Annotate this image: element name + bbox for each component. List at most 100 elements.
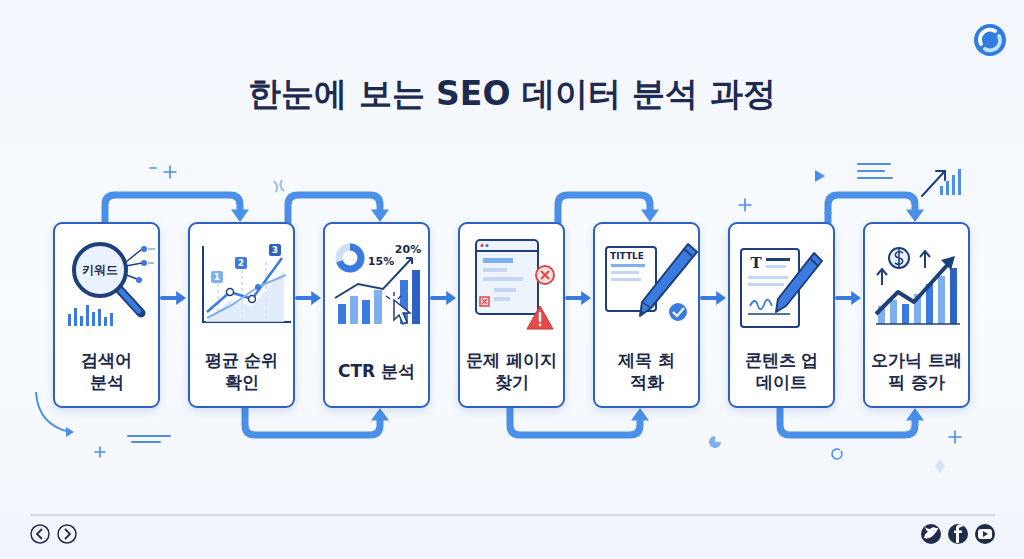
box-label: 콘텐츠 업데이트: [737, 349, 827, 393]
curved-flow-arrow: [510, 408, 649, 435]
arrow-head: [231, 209, 249, 222]
search-icon-part-part: [80, 316, 83, 326]
arrow-head: [906, 408, 924, 421]
flow-arrow: [567, 291, 591, 305]
lower-deco-part: [832, 449, 842, 459]
sparkles-part: [164, 166, 176, 178]
logo-part: [980, 30, 995, 44]
sparkles-part: [739, 199, 751, 211]
top-right-deco-part: [952, 175, 955, 195]
arrow-head: [851, 291, 861, 305]
sparkles: [95, 166, 961, 457]
rank-chart-icon-part: [227, 289, 234, 296]
box-text-area: 콘텐츠 업데이트: [730, 342, 833, 400]
search-icon-part-part: [110, 313, 113, 326]
search-icon-part-part: [86, 305, 89, 326]
connector-line: [567, 296, 582, 300]
problem-page-icon-part: [482, 299, 487, 304]
content-update-icon-part: [748, 283, 784, 286]
rank-chart-icon-part: [211, 271, 223, 283]
flow-arrow: [162, 291, 186, 305]
footer-part: [975, 524, 995, 544]
arrow-head: [446, 291, 456, 305]
flow-arrow: [297, 291, 321, 305]
traffic-growth-icon-part: [889, 248, 909, 268]
traffic-growth-icon-part-part: [938, 276, 945, 324]
connector-line: [837, 296, 852, 300]
arrow-head: [371, 408, 389, 421]
footer-part: [924, 527, 938, 538]
traffic-growth-icon-part: [876, 323, 960, 325]
connector-line: [510, 408, 640, 435]
icon-title-text: TITTLE: [610, 252, 644, 261]
curved-flow-arrow: [558, 195, 659, 222]
flow-arrow: [702, 291, 726, 305]
box-label: 오가닉 트래픽 증가: [868, 349, 966, 393]
problem-page-icon-part: [494, 288, 516, 292]
box-label: 제목 최적화: [612, 349, 682, 393]
top-right-deco-part: [815, 170, 825, 182]
arrow-head: [641, 209, 659, 222]
search-icon-part: [141, 246, 147, 252]
connector-line: [297, 296, 312, 300]
percent-label: 15%: [368, 256, 394, 267]
rank-chart-icon-part: [249, 296, 256, 303]
search-icon-part: [74, 244, 126, 296]
connector-line: [245, 408, 380, 435]
problem-page-icon-part: [539, 324, 542, 327]
curved-flow-arrow: [828, 195, 924, 222]
flow-arrow: [837, 291, 861, 305]
arrow-head: [906, 209, 924, 222]
top-right-deco-part: [274, 180, 284, 192]
traffic-growth-icon-part-part: [890, 300, 897, 324]
content-update-icon-part: [810, 258, 818, 266]
curved-flow-arrow: [288, 195, 389, 222]
traffic-growth-icon-part-part: [950, 268, 957, 324]
rank-badge: 1: [214, 273, 220, 282]
rank-chart-icon-part: [235, 257, 247, 269]
percent-label: 20%: [395, 244, 421, 255]
title-edit-icon-part: [673, 308, 684, 316]
connector-line: [828, 195, 915, 222]
box-label: 평균 순위 확인: [197, 349, 287, 393]
connector-line: [288, 195, 380, 222]
curved-flow-arrow: [780, 408, 924, 435]
title-edit-icon-part: [684, 249, 692, 256]
connector-line: [432, 296, 447, 300]
search-icon-part-part: [74, 308, 77, 326]
box-text-area: 제목 최적화: [595, 342, 698, 400]
problem-page-icon-part: [476, 240, 538, 314]
connector-line: [558, 195, 650, 222]
lower-deco-part: [128, 436, 170, 442]
lower-deco-part: [66, 427, 74, 437]
search-icon-part-part: [92, 312, 95, 326]
footer-part: [978, 529, 992, 539]
title-edit-icon-part: [611, 278, 641, 281]
footer-part: [948, 524, 968, 544]
title-edit-icon-part: [642, 302, 651, 308]
top-right-deco: [274, 164, 961, 196]
footer-part: [954, 525, 963, 544]
footer-part: [983, 531, 988, 537]
problem-page-icon-part: [483, 268, 507, 272]
connector-line: [702, 296, 717, 300]
arrow-head: [176, 291, 186, 305]
sparkles-part: [949, 431, 961, 443]
box-label: 검색어 분석: [72, 349, 142, 393]
footer-part: [31, 525, 49, 543]
ctr-icon-part-part: [338, 304, 346, 324]
title-edit-icon-part: [611, 271, 639, 274]
top-right-deco-part: [958, 169, 961, 195]
search-icon-part-part: [104, 317, 107, 326]
search-icon-part: [141, 260, 147, 266]
logo-part: [974, 24, 1006, 56]
arrow-head: [581, 291, 591, 305]
problem-page-icon-part: [485, 244, 488, 247]
ctr-icon-part-part: [374, 290, 382, 324]
box-text-area: 오가닉 트래픽 증가: [865, 342, 968, 400]
content-update-icon-part: [750, 300, 772, 309]
icon-keyword-text: 키워드: [82, 264, 118, 276]
box-label: 문제 페이지 찾기: [462, 349, 562, 393]
curved-flow-arrow: [105, 195, 249, 222]
search-icon-part-part: [98, 309, 101, 326]
